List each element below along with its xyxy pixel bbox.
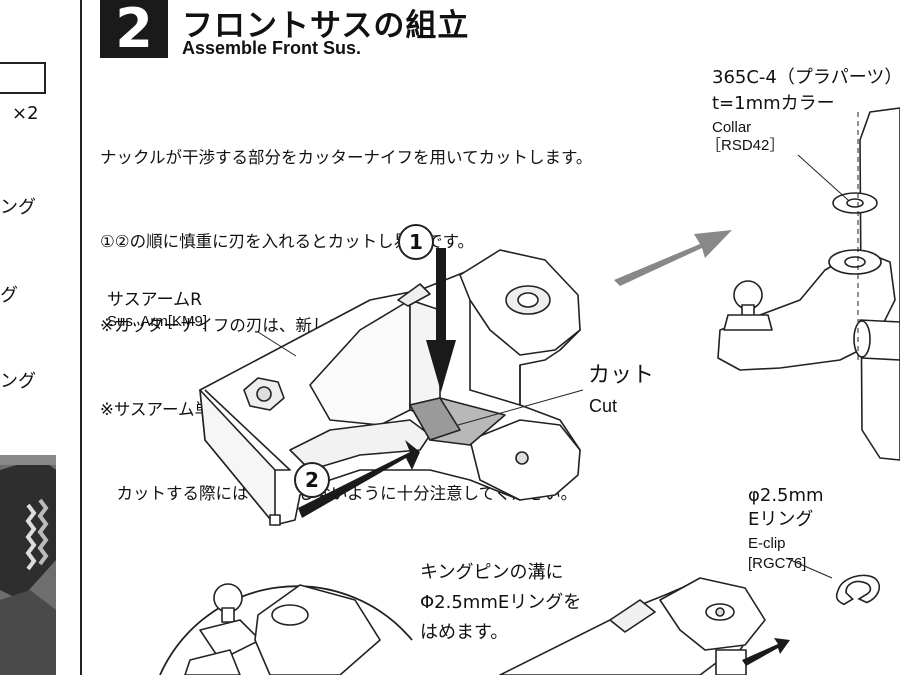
step-title-en: Assemble Front Sus. [182,38,362,58]
collar-label-en: Collar [712,119,752,136]
left-fragment-3: ング [0,371,36,392]
sus-arm-label-en: Sus. Arm[KM9] [107,313,208,330]
step-2-marker: 2 [294,462,330,498]
eclip-label-en: E-clip [748,535,786,552]
kingpin-line: キングピンの溝に [420,562,564,583]
cut-label-jp: カット [588,363,655,388]
sus-arm-label-jp: サスアームR [107,290,202,310]
collar-label-line2: t=1mmカラー [712,93,835,114]
eclip-size-label: φ2.5mm [748,485,824,506]
page-divider-line [80,0,82,675]
left-fragment-2: グ [0,285,18,306]
eclip-label-jp: Eリング [748,509,814,530]
step-title-jp: フロントサスの組立 [182,8,470,44]
step-number-badge: 2 [100,0,168,58]
collar-label-line1: 365C-4（プラパーツ） [712,67,900,88]
instruction-line: カットする際にはケガをしないように十分注意してください。 [116,484,578,503]
left-part-box [0,62,46,94]
kingpin-line: はめます。 [420,622,509,643]
instruction-block: ナックルが干渉する部分をカッターナイフを用いてカットします。 ①②の順に慎重に刃… [100,88,592,536]
collar-code: ［RSD42］ [706,137,785,154]
instruction-line: ①②の順に慎重に刃を入れるとカットし易いです。 [100,232,474,251]
eclip-icon [835,574,881,606]
instruction-line: ナックルが干渉する部分をカッターナイフを用いてカットします。 [100,148,593,167]
cut-label-en: Cut [589,396,618,416]
kingpin-line: Φ2.5mmEリングを [420,592,582,613]
step-1-marker: 1 [398,224,434,260]
left-fragment-1: ング [0,197,36,218]
left-quantity: ×2 [12,103,39,124]
kingpin-instruction: キングピンの溝に Φ2.5mmEリングを はめます。 [420,558,581,648]
eclip-code: [RGC76] [748,555,807,572]
